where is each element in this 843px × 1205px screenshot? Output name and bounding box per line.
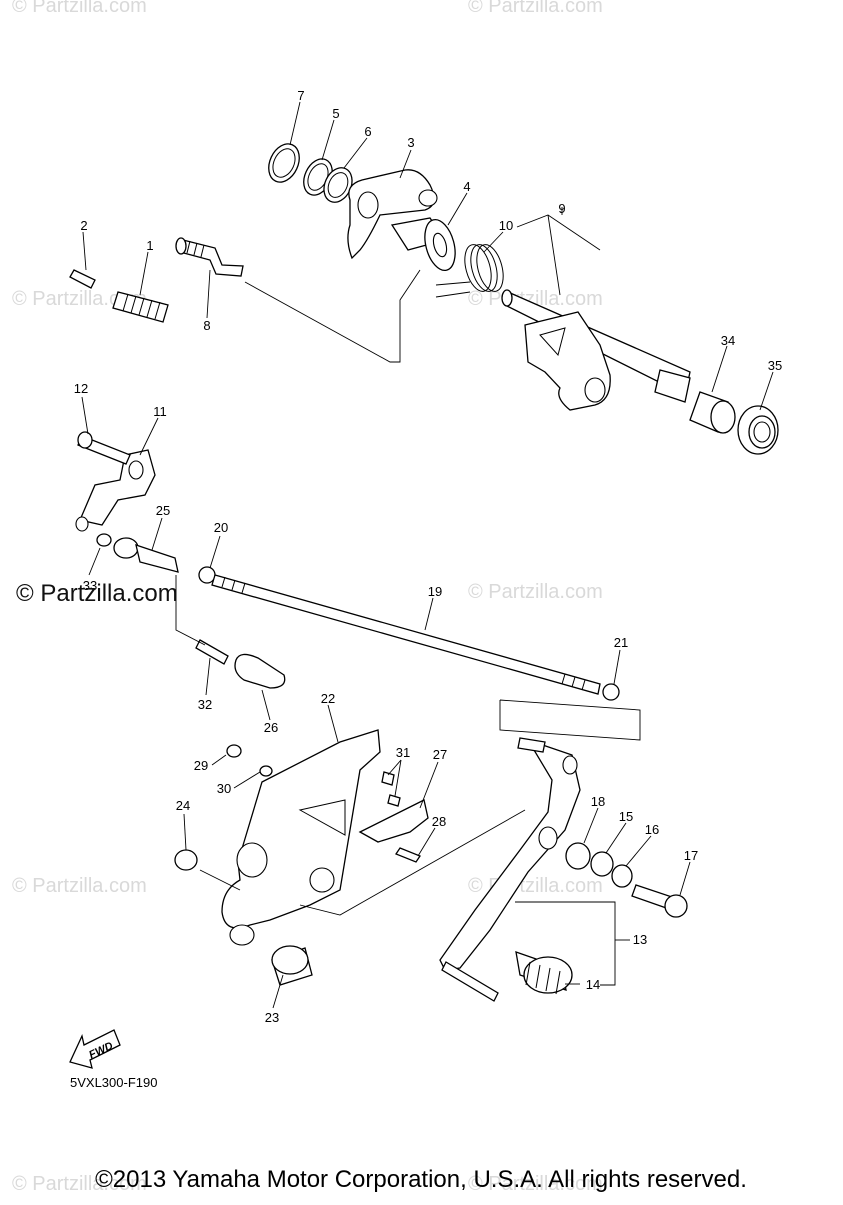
callout-9: 9 (558, 201, 565, 216)
callout-12: 12 (74, 381, 88, 396)
part-2-pin (69, 269, 96, 289)
callout-25: 25 (156, 503, 170, 518)
callout-14: 14 (586, 977, 600, 992)
part-16-washer (611, 864, 633, 888)
watermark: © Partzilla.com (12, 288, 147, 310)
part-28-screw (395, 847, 421, 863)
watermark: © Partzilla.com (12, 0, 147, 17)
part-9-shift-shaft (501, 289, 691, 411)
callout-17: 17 (684, 848, 698, 863)
watermark: © Partzilla.com (468, 1173, 603, 1195)
copyright-text: ©2013 Yamaha Motor Corporation, U.S.A. A… (95, 1166, 747, 1193)
callout-26: 26 (264, 720, 278, 735)
part-19-shift-rod (211, 574, 601, 695)
watermark-primary: © Partzilla.com (16, 580, 178, 607)
part-10-torsion-spring (435, 244, 504, 298)
fwd-arrow-icon: FWD (69, 1029, 121, 1069)
callout-19: 19 (428, 584, 442, 599)
part-33-washer (96, 533, 112, 547)
callout-8: 8 (203, 318, 210, 333)
part-14-pedal-rubber (515, 951, 573, 995)
watermark: © Partzilla.com (468, 288, 603, 310)
footrest-group (174, 699, 688, 1002)
callout-16: 16 (645, 822, 659, 837)
callout-18: 18 (591, 794, 605, 809)
callout-33: 33 (83, 578, 97, 593)
part-24-bush (174, 849, 198, 871)
callout-27: 27 (433, 747, 447, 762)
callout-22: 22 (321, 691, 335, 706)
callout-21: 21 (614, 635, 628, 650)
part-30-washer (259, 765, 273, 777)
callout-5: 5 (332, 106, 339, 121)
part-32-bolt (195, 639, 229, 665)
callout-28: 28 (432, 814, 446, 829)
callout-32: 32 (198, 697, 212, 712)
part-22-footrest-bracket (221, 729, 381, 929)
callout-7: 7 (297, 88, 304, 103)
callout-35: 35 (768, 358, 782, 373)
callout-labels: 1 2 3 4 5 6 7 8 9 10 11 12 13 14 15 16 1… (74, 88, 782, 1025)
callout-23: 23 (265, 1010, 279, 1025)
callout-29: 29 (194, 758, 208, 773)
callout-11: 11 (153, 404, 167, 419)
part-8-stopper-bolt (175, 237, 244, 277)
shift-shaft-group (69, 143, 779, 455)
part-26-rod-end (234, 653, 286, 689)
part-25-rod-end (113, 537, 179, 573)
callout-4: 4 (463, 179, 470, 194)
callout-34: 34 (721, 333, 735, 348)
callout-3: 3 (407, 135, 414, 150)
part-29-nut (226, 744, 242, 758)
part-shift-pedal (439, 737, 581, 1002)
callout-15: 15 (619, 809, 633, 824)
part-31-clip (381, 771, 395, 786)
callout-1: 1 (146, 238, 153, 253)
part-7-circlip (268, 143, 300, 183)
watermark: © Partzilla.com (12, 875, 147, 897)
watermark: © Partzilla.com (468, 0, 603, 17)
callout-10: 10 (499, 218, 513, 233)
watermark: © Partzilla.com (468, 581, 603, 603)
callout-30: 30 (217, 781, 231, 796)
part-17-bolt (631, 884, 688, 918)
callout-2: 2 (80, 218, 87, 233)
part-18-washer (565, 842, 591, 870)
callout-31: 31 (396, 745, 410, 760)
diagram-code: 5VXL300-F190 (70, 1075, 157, 1090)
watermark: © Partzilla.com (12, 1173, 147, 1195)
part-15-washer (590, 851, 614, 877)
callout-20: 20 (214, 520, 228, 535)
part-23-bush (271, 945, 313, 986)
part-35-oil-seal (737, 405, 779, 455)
part-27-plate (358, 799, 429, 843)
callout-24: 24 (176, 798, 190, 813)
linkage-group (75, 431, 620, 701)
part-21-nut (602, 683, 620, 701)
part-34-bearing (689, 391, 736, 434)
callout-13: 13 (633, 932, 647, 947)
part-1-spring (112, 291, 169, 323)
callout-6: 6 (364, 124, 371, 139)
part-20-nut (198, 566, 216, 584)
